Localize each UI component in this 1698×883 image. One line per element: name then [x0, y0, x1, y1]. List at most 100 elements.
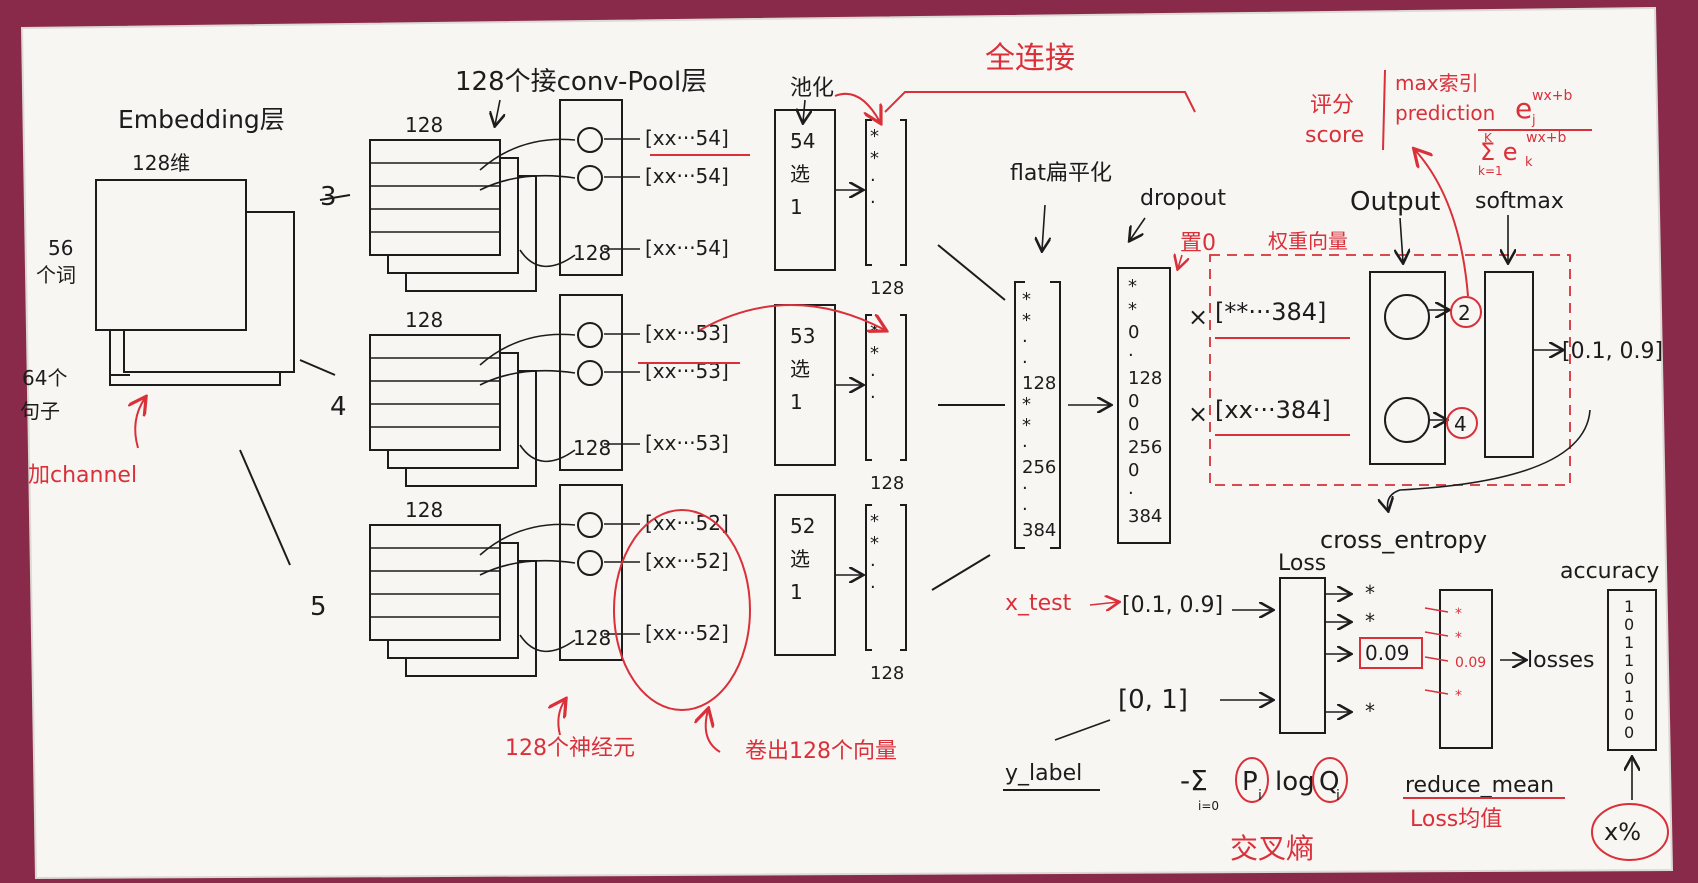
losses-item-link — [1424, 607, 1449, 613]
svg-text:log: log — [1275, 767, 1315, 797]
output-value-2: 4 — [1454, 412, 1467, 436]
pooled-item: · — [870, 555, 876, 576]
filter-connection — [479, 333, 576, 366]
embedding-layer — [95, 179, 351, 566]
neurons-pointer — [558, 700, 565, 736]
loss-mean-label: Loss均值 — [1410, 807, 1502, 832]
losses-item: * — [1455, 630, 1462, 646]
pooled-item: 128 — [870, 473, 904, 494]
flatten-item: · — [1022, 478, 1028, 499]
softmax-box — [1484, 271, 1534, 458]
fc-bracket — [884, 91, 1196, 113]
loss-label: Loss — [1278, 551, 1326, 576]
pooled-item: * — [870, 126, 879, 147]
cross-entropy-cn-label: 交叉熵 — [1230, 832, 1314, 865]
svg-text:wx+b: wx+b — [1532, 88, 1572, 104]
score-pointer — [1415, 150, 1469, 297]
prediction-label: prediction — [1395, 101, 1495, 125]
svg-text:i=0: i=0 — [1198, 799, 1219, 813]
accuracy-item: 0 — [1624, 615, 1634, 634]
dropout-item: 0 — [1128, 460, 1139, 481]
accuracy-item: 1 — [1624, 687, 1634, 706]
neuron-circle — [577, 360, 603, 386]
neuron-circle — [577, 127, 603, 153]
pooled-item: 128 — [870, 663, 904, 684]
dropout-item: 0 — [1128, 414, 1139, 435]
dropout-item: * — [1128, 276, 1137, 297]
svg-text:Σ e: Σ e — [1480, 138, 1518, 166]
pooled-item: * — [870, 511, 879, 532]
flatten-item: 128 — [1022, 373, 1056, 394]
neuron-count: 128 — [573, 436, 611, 460]
pool-label: 54 — [790, 129, 815, 153]
accuracy-item: 1 — [1624, 633, 1634, 652]
score-label-en: score — [1305, 123, 1364, 148]
accuracy-label: accuracy — [1560, 559, 1659, 584]
reduce-mean-label: reduce_mean — [1405, 773, 1554, 798]
filter-width-label: 128 — [405, 498, 443, 522]
filter-connection — [479, 138, 576, 171]
neuron-count: 128 — [573, 626, 611, 650]
dropout-item: · — [1128, 345, 1134, 366]
conv-pool-pointer — [495, 99, 500, 125]
losses-box — [1439, 589, 1493, 749]
conv-vector: [xx···52] — [645, 621, 729, 645]
flatten-vector-brackets — [1014, 281, 1061, 549]
pooled-item: 128 — [870, 278, 904, 299]
loss-items: **0.09* — [1325, 581, 1410, 723]
loss-item: 0.09 — [1365, 641, 1410, 665]
losses-item: * — [1455, 688, 1462, 704]
losses-label: losses — [1527, 648, 1595, 673]
x-test-pointer — [1089, 602, 1118, 605]
neuron-box — [559, 294, 623, 471]
dropout-item: · — [1128, 483, 1134, 504]
pooled-item: · — [870, 192, 876, 213]
pooled-item: * — [870, 533, 879, 554]
dropout-pointer — [1130, 217, 1146, 240]
svg-text:K: K — [1484, 131, 1493, 145]
filter-connection — [519, 249, 576, 268]
y-label-vector: [0, 1] — [1118, 685, 1188, 715]
pool-label: 1 — [790, 195, 803, 219]
cross-entropy-label: cross_entropy — [1320, 526, 1487, 554]
embedding-title: Embedding层 — [118, 105, 285, 134]
y-label-connector — [1054, 719, 1111, 741]
channel-arrow — [135, 398, 145, 449]
svg-text:j: j — [1531, 113, 1536, 128]
pool-curves — [699, 92, 885, 330]
flatten-item: 256 — [1022, 457, 1056, 478]
pool-label: 1 — [790, 580, 803, 604]
accuracy-item: 1 — [1624, 651, 1634, 670]
channel-note: 加channel — [28, 463, 137, 488]
output-pointer — [1400, 217, 1403, 262]
filter-sheet — [369, 524, 501, 641]
output-neuron-1 — [1384, 294, 1430, 340]
neuron-circle — [577, 512, 603, 538]
accuracy-item: 0 — [1624, 723, 1634, 742]
filter-connection — [519, 634, 576, 653]
pool-label: 选 — [790, 547, 810, 571]
softmax-to-loss-arrow — [1388, 409, 1591, 510]
pool-label: 52 — [790, 514, 815, 538]
svg-text:Q: Q — [1319, 767, 1339, 797]
dropout-item: 0 — [1128, 322, 1139, 343]
output-label: Output — [1350, 187, 1440, 217]
weight-region — [1209, 254, 1571, 486]
accuracy-item: 1 — [1624, 597, 1634, 616]
losses-item-link — [1424, 631, 1449, 637]
dropout-item: 128 — [1128, 368, 1162, 389]
filter-sheet — [369, 139, 501, 256]
neuron-box — [559, 99, 623, 276]
dropout-box — [1117, 267, 1171, 544]
flatten-vector: **··128**·256··384 — [1022, 289, 1056, 541]
losses-item: 0.09 — [1455, 655, 1486, 671]
filter-connection — [479, 369, 576, 386]
accuracy-circle — [1591, 803, 1669, 861]
pool-label: 1 — [790, 390, 803, 414]
loss-item: * — [1365, 581, 1375, 605]
flatten-connectors — [931, 244, 1006, 591]
conv-vector: [xx···54] — [645, 236, 729, 260]
branch-1: 128128[xx···54][xx···54][xx···54]54选1**·… — [369, 99, 907, 299]
loss-highlight — [1359, 637, 1423, 669]
pooled-item: · — [870, 387, 876, 408]
